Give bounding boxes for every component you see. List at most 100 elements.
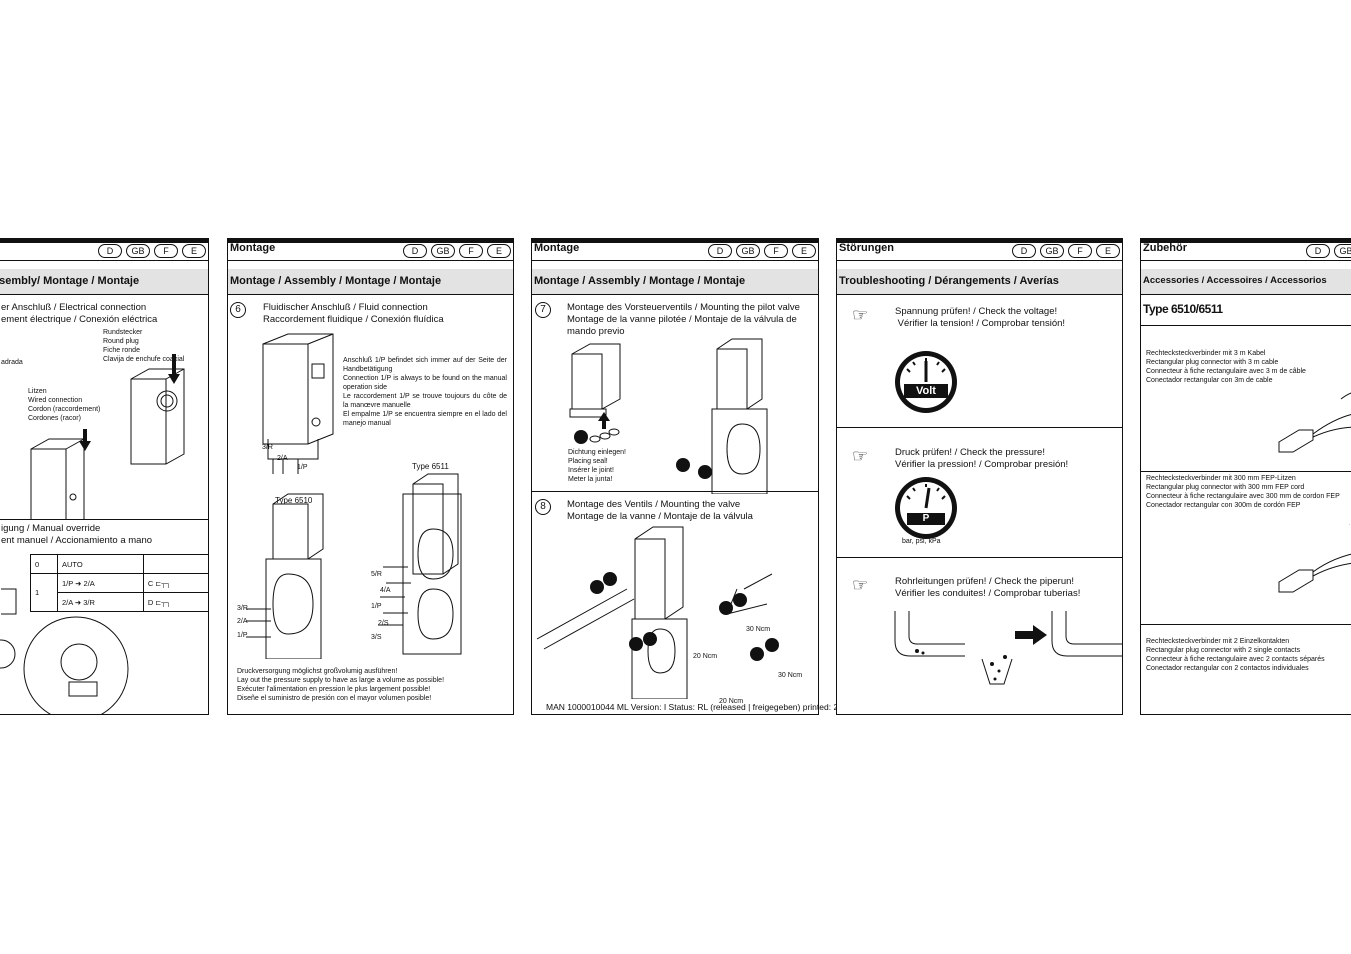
pipe-cleaning-illustration [894,611,1122,685]
lang-f[interactable]: F [764,244,788,258]
pressure-check-line2: Vérifier la pression! / Comprobar presió… [895,459,1069,470]
panel-header: D GB F E [0,239,208,261]
panel-header: Montage D GB F E [228,239,513,261]
language-badges: D GB F E [403,244,511,258]
port-label-1p: 1/P [297,464,308,471]
port-label-1p-6511: 1/P [371,603,382,610]
panel-header: Zubehör D GB [1141,239,1351,261]
language-badges: D GB [1306,244,1351,258]
valve-mount-line1: Montage des Ventils / Mounting the valve [567,499,741,510]
pipe-check-line1: Rohrleitungen prüfen! / Check the piperu… [895,576,1075,587]
electrical-connection-line1: er Anschluß / Electrical connection [1,302,147,313]
lang-e[interactable]: E [182,244,206,258]
lang-f[interactable]: F [459,244,483,258]
port-label-1p-6510: 1/P [237,632,248,639]
fluid-connection-line2: Raccordement fluidique / Conexión fluídi… [263,314,444,325]
voltmeter-icon [895,351,957,413]
pressure-units: bar, psi, kPa [902,538,941,545]
manual-override-line2: ent manuel / Accionamiento a mano [1,535,153,546]
language-badges: D GB F E [708,244,816,258]
lang-d[interactable]: D [708,244,732,258]
port-label-2a-6510: 2/A [237,618,248,625]
pressure-supply-note: Druckversorgung möglichst großvolumig au… [237,668,445,702]
plug-connector-fep-illustration [1278,524,1351,593]
manual-override-line1: igung / Manual override [1,523,101,534]
port-label-4a: 4/A [380,587,391,594]
panel-subtitle: Montage / Assembly / Montage / Montaje [532,269,818,295]
lang-gb[interactable]: GB [1334,244,1351,258]
panel-title: Störungen [839,242,894,254]
step-number: 6 [230,302,246,318]
torque-30-ncm-a: 30 Ncm [746,626,771,633]
accessory-single-contacts: Rechtecksteckverbinder mit 2 Einzelkonta… [1146,638,1325,672]
lang-e[interactable]: E [1096,244,1120,258]
panel-title: Montage [534,242,580,254]
port-label-3r: 3/R [262,444,273,451]
pointing-hand-icon: ☞ [852,575,869,595]
pilot-valve-line2: Montage de la vanne pilotée / Montaje de… [567,314,797,337]
lang-gb[interactable]: GB [126,244,150,258]
type-heading: Type 6510/6511 [1143,302,1223,316]
step-8-number: 8 [535,499,551,515]
pointing-hand-icon: ☞ [852,446,869,466]
pressure-gauge-icon [895,477,957,539]
port-label-3s: 3/S [371,634,382,641]
pointing-hand-icon: ☞ [852,305,869,325]
lang-d[interactable]: D [1306,244,1330,258]
port-label-2s: 2/S [378,620,389,627]
panel-header: Montage D GB F E [532,239,818,261]
lang-gb[interactable]: GB [1040,244,1064,258]
pressure-check-line1: Druck prüfen! / Check the pressure! [895,447,1045,458]
panel-montage-fluid: Montage D GB F E Montage / Assembly / Mo… [227,238,514,715]
panel-subtitle: ssembly/ Montage / Montaje [0,269,208,295]
port-label-5r: 5/R [371,571,382,578]
lang-f[interactable]: F [1068,244,1092,258]
valve-mount-illustration [536,526,779,699]
voltage-check-line2: Vérifier la tension! / Comprobar tensión… [895,318,1066,329]
lang-d[interactable]: D [403,244,427,258]
panel-troubleshooting: Störungen D GB F E Troubleshooting / Dér… [836,238,1123,715]
electrical-illustration [30,354,185,519]
electrical-connection-line2: ement électrique / Conexión eléctrica [1,314,158,325]
step-7-number: 7 [535,302,551,318]
lang-d[interactable]: D [1012,244,1036,258]
torque-30-ncm-b: 30 Ncm [778,672,803,679]
pipe-check-line2: Vérifier les conduites! / Comprobar tube… [895,588,1081,599]
pilot-valve-illustration [569,338,768,494]
pressure-letter: P [907,513,945,525]
language-badges: D GB F E [1012,244,1120,258]
seal-instruction: Dichtung einlegen! Placing seal! Insérer… [568,449,626,483]
pilot-valve-line1: Montage des Vorsteuerventils / Mounting … [567,302,800,313]
panel-subtitle: Accessories / Accessoires / Accessorios [1141,269,1351,295]
plug-connector-cable-illustration [1278,392,1351,453]
lang-e[interactable]: E [792,244,816,258]
torque-20-ncm-b: 20 Ncm [719,698,744,705]
accessory-fep-cord: Rechtecksteckverbinder mit 300 mm FEP-Li… [1146,475,1340,509]
lang-d[interactable]: D [98,244,122,258]
panel-title: Montage [230,242,276,254]
lang-gb[interactable]: GB [736,244,760,258]
valve-mount-line2: Montage de la vanne / Montaje de la válv… [567,511,753,522]
panel-subtitle: Montage / Assembly / Montage / Montaje [228,269,513,295]
lang-f[interactable]: F [154,244,178,258]
connection-note: Anschluß 1/P befindet sich immer auf der… [343,357,507,427]
voltage-check-line1: Spannung prüfen! / Check the voltage! [895,306,1058,317]
lang-e[interactable]: E [487,244,511,258]
fluid-connection-line1: Fluidischer Anschluß / Fluid connection [263,302,428,313]
document-footer: MAN 1000010044 ML Version: I Status: RL … [546,702,876,712]
fluid-illustration [246,333,462,659]
port-label-2a: 2/A [277,455,288,462]
accessory-3m-cable: Rechtecksteckverbinder mit 3 m Kabel Rec… [1146,350,1306,384]
panel-electrical: D GB F E ssembly/ Montage / Montaje er A… [0,238,209,715]
lang-gb[interactable]: GB [431,244,455,258]
port-label-3r-6510: 3/R [237,605,248,612]
left-fragment: adrada [1,359,23,366]
language-badges: D GB F E [98,244,206,258]
type-6511-label: Type 6511 [412,462,449,471]
volt-label: Volt [904,384,948,398]
torque-20-ncm-a: 20 Ncm [693,653,718,660]
panel-header: Störungen D GB F E [837,239,1122,261]
